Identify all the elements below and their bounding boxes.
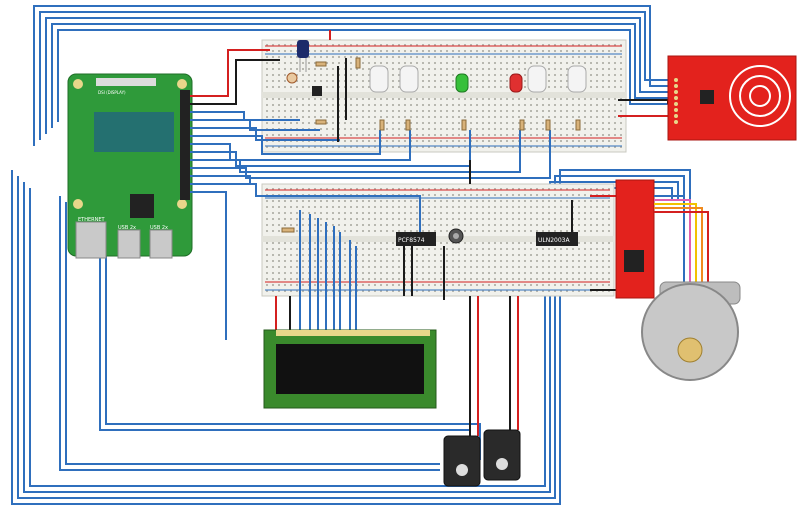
raspberry-pi-board: ETHERNET USB 2x USB 2x DSI (DISPLAY) <box>67 73 193 259</box>
wires-bottom-local <box>275 160 620 330</box>
resistors-bottom <box>281 227 295 233</box>
rpi-usb-label-a: USB 2x <box>118 225 136 231</box>
uln2003a-chip: ULN2003A <box>536 232 578 246</box>
wires-rpi-to-top <box>190 49 551 340</box>
leds-top <box>369 65 587 93</box>
led <box>509 73 523 93</box>
wires-to-lcd <box>299 210 357 334</box>
wires-to-servos <box>469 296 519 436</box>
led <box>369 65 389 93</box>
pcf8574-label: PCF8574 <box>398 237 425 244</box>
stepper-driver-board <box>615 179 655 299</box>
potentiometer <box>448 228 464 244</box>
stepper-motor <box>641 281 741 381</box>
photoresistor <box>286 72 298 84</box>
rpi-usb-label-b: USB 2x <box>150 225 168 231</box>
led <box>455 73 469 93</box>
resistors-top <box>315 57 581 131</box>
uln2003a-label: ULN2003A <box>538 237 570 244</box>
servo-motor <box>443 435 481 487</box>
lcd-16x2-display <box>263 329 437 409</box>
led <box>567 65 587 93</box>
rpi-ethernet-label: ETHERNET <box>78 217 106 223</box>
breadboard-top <box>261 39 627 153</box>
transistor <box>312 86 322 96</box>
electrolytic-capacitor <box>297 40 309 72</box>
wires-driver-to-motor <box>654 195 709 290</box>
rpi-display-label: DSI (DISPLAY) <box>98 90 126 95</box>
led <box>399 65 419 93</box>
led <box>527 65 547 93</box>
servo-motor <box>483 429 521 481</box>
rfid-reader-module <box>667 55 797 141</box>
pcf8574-chip: PCF8574 <box>396 232 436 246</box>
